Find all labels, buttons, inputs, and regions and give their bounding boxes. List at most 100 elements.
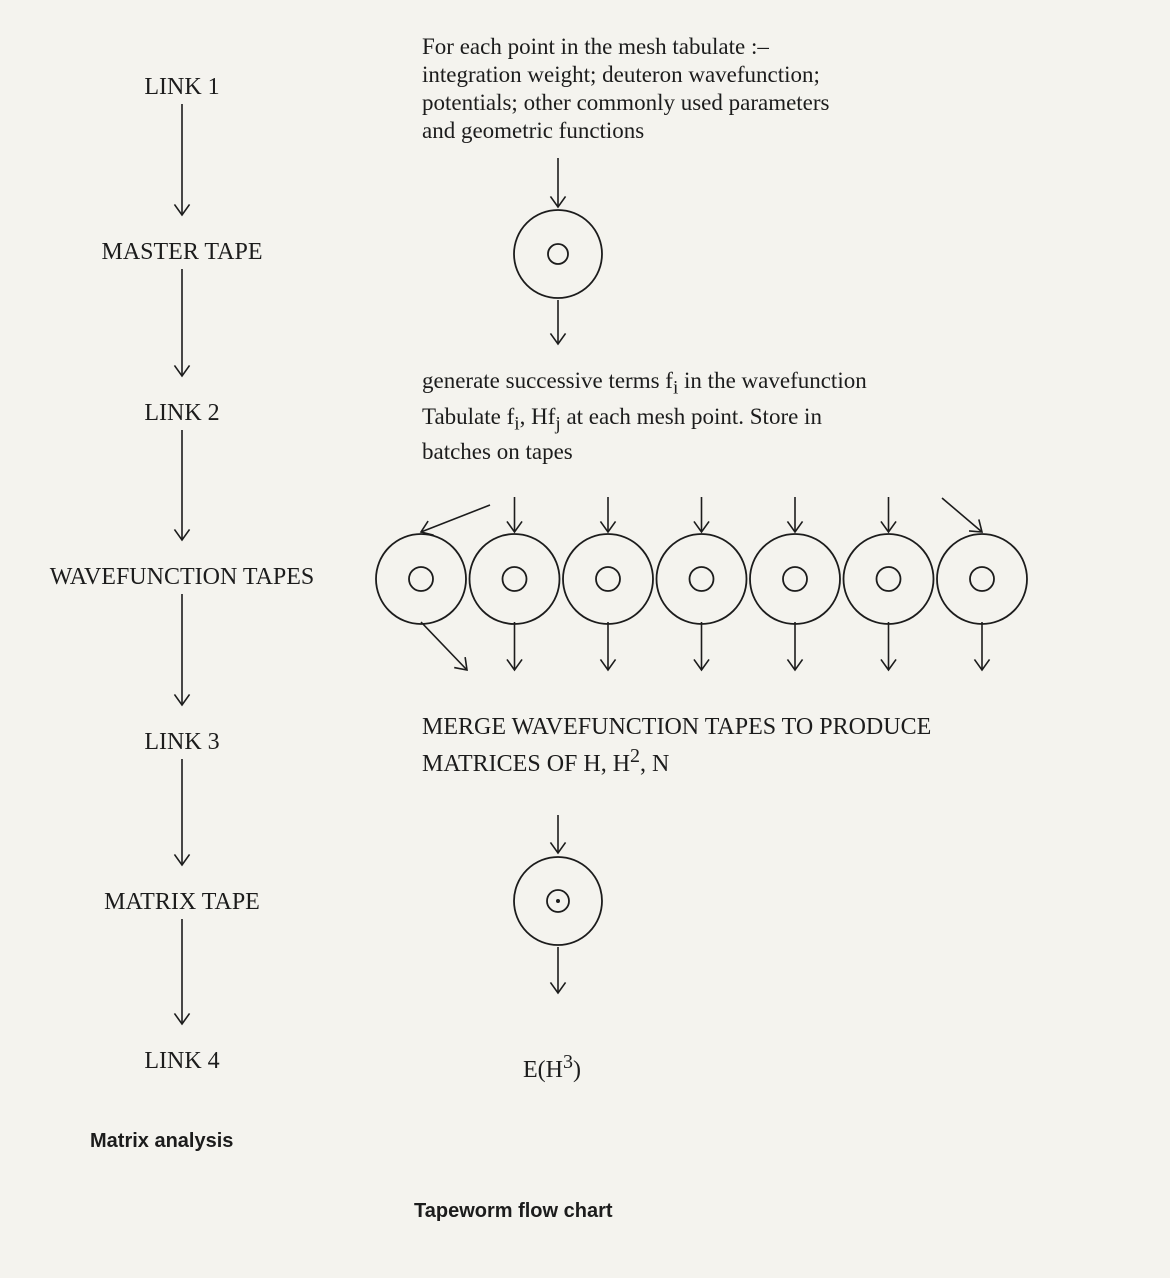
wavefunction-tape-reel bbox=[936, 533, 1028, 625]
tapeworm-flow-chart-caption: Tapeworm flow chart bbox=[414, 1200, 613, 1222]
arrow-head bbox=[506, 520, 523, 534]
flow-arrow-out-of-wavefunction-tape bbox=[599, 622, 617, 672]
arrow-head bbox=[880, 658, 897, 672]
wavefunction-tape-reel bbox=[375, 533, 467, 625]
master-tape-reel bbox=[513, 209, 603, 299]
flow-arrow-left bbox=[173, 104, 191, 217]
tape-reel-outer bbox=[842, 533, 935, 625]
wavefunction-tape-reel bbox=[749, 533, 841, 625]
stage-label-link-2: LINK 2 bbox=[144, 400, 219, 426]
text-fragment: generate successive terms f bbox=[422, 368, 673, 393]
text-fragment: E(H bbox=[523, 1057, 563, 1083]
arrow-head bbox=[549, 841, 567, 855]
generate-desc-line: batches on tapes bbox=[422, 439, 573, 465]
tape-reel-outer bbox=[655, 533, 748, 625]
wavefunction-tape-reel bbox=[562, 533, 654, 625]
flow-arrow-out-of-wavefunction-tape bbox=[506, 622, 523, 672]
flow-arrow-into-wavefunction-tape bbox=[880, 497, 897, 534]
subscript: i bbox=[672, 377, 679, 399]
mesh-desc-line: potentials; other commonly used paramete… bbox=[422, 90, 830, 115]
text-fragment: , N bbox=[640, 751, 670, 777]
stage-label-master-tape: MASTER TAPE bbox=[102, 239, 263, 265]
arrow-shaft bbox=[941, 497, 983, 533]
superscript: 2 bbox=[630, 745, 641, 767]
tape-reel-outer bbox=[749, 533, 841, 625]
merge-desc-line: MATRICES OF H, H2, N bbox=[422, 742, 931, 779]
left-column-arrows bbox=[173, 104, 191, 1026]
stage-label-link-3: LINK 3 bbox=[144, 729, 219, 755]
arrow-head bbox=[973, 658, 991, 672]
tape-reel-outer bbox=[562, 533, 654, 625]
text-fragment: at each mesh point. Store in bbox=[560, 403, 822, 429]
text-fragment: MATRICES OF H, H bbox=[422, 751, 631, 777]
arrow-head bbox=[549, 332, 567, 346]
matrix-analysis-caption: Matrix analysis bbox=[90, 1130, 234, 1152]
merge-desc-line: MERGE WAVEFUNCTION TAPES TO PRODUCE bbox=[422, 714, 932, 740]
tape-reel-outer bbox=[513, 856, 603, 946]
text-fragment: in the wavefunction bbox=[678, 368, 867, 393]
arrow-shaft bbox=[420, 621, 468, 671]
flow-arrow-to-master-tape bbox=[549, 158, 567, 209]
stage-label-link-4: LINK 4 bbox=[144, 1048, 219, 1074]
tape-reel-hub bbox=[782, 566, 808, 592]
arrow-head bbox=[599, 520, 617, 534]
mesh-desc-line: For each point in the mesh tabulate :– bbox=[422, 34, 769, 59]
arrow-head bbox=[549, 195, 567, 209]
flow-arrow-into-wavefunction-tape bbox=[941, 497, 984, 533]
wavefunction-tape-reel bbox=[468, 533, 561, 625]
tape-reel-hub bbox=[501, 566, 528, 592]
wavefunction-tape-reel bbox=[655, 533, 748, 625]
merge-tapes-description: MERGE WAVEFUNCTION TAPES TO PRODUCE MATR… bbox=[422, 713, 931, 779]
arrow-head bbox=[786, 658, 804, 672]
flow-arrow-into-wavefunction-tape bbox=[419, 504, 491, 536]
mesh-desc-line: and geometric functions bbox=[422, 118, 645, 143]
tape-reel-hub bbox=[546, 889, 570, 913]
arrow-head bbox=[693, 658, 710, 672]
flow-arrow-left bbox=[173, 594, 191, 707]
arrow-head bbox=[173, 203, 191, 217]
right-column-shapes bbox=[375, 158, 1028, 995]
stage-label-matrix-tape: MATRIX TAPE bbox=[104, 889, 260, 915]
flow-arrow-left bbox=[173, 269, 191, 378]
subscript: j bbox=[555, 413, 561, 435]
flow-arrow-out-of-wavefunction-tape bbox=[973, 622, 991, 672]
arrow-head bbox=[173, 693, 191, 707]
flow-arrow-to-matrix-tape bbox=[549, 815, 567, 855]
arrow-head bbox=[173, 528, 191, 542]
arrow-head bbox=[506, 658, 523, 672]
flow-arrow-out-of-wavefunction-tape bbox=[880, 622, 897, 672]
tape-reel-hub bbox=[969, 566, 995, 592]
tape-reel-hub bbox=[408, 566, 434, 592]
tape-reel-hub bbox=[688, 566, 715, 592]
generate-desc-line: Tabulate fi, Hfj at each mesh point. Sto… bbox=[422, 403, 867, 439]
arrow-head bbox=[173, 364, 191, 378]
text-fragment: Tabulate f bbox=[422, 403, 515, 429]
flow-arrow-left bbox=[173, 919, 191, 1026]
generate-terms-description: generate successive terms fi in the wave… bbox=[422, 367, 867, 466]
tape-reel-outer bbox=[936, 533, 1028, 625]
flow-arrow-out-of-wavefunction-tape bbox=[786, 622, 804, 672]
flow-arrow-out-of-wavefunction-tape bbox=[693, 622, 710, 672]
arrow-head bbox=[419, 520, 434, 536]
arrow-head bbox=[549, 981, 567, 995]
arrow-head bbox=[968, 519, 984, 533]
flow-arrow-out-of-wavefunction-tape bbox=[420, 621, 468, 671]
tape-reel-outer bbox=[468, 533, 561, 625]
generate-desc-line: generate successive terms fi in the wave… bbox=[422, 367, 867, 403]
subscript: i bbox=[514, 413, 520, 435]
flow-arrow-from-master-tape bbox=[549, 300, 567, 346]
text-fragment: ) bbox=[572, 1057, 581, 1083]
arrow-head bbox=[786, 520, 804, 534]
arrow-head bbox=[693, 520, 710, 534]
wavefunction-tape-reel bbox=[842, 533, 935, 625]
arrow-head bbox=[454, 657, 468, 671]
arrow-shaft bbox=[420, 504, 491, 533]
arrow-head bbox=[599, 658, 617, 672]
mesh-tabulation-description: For each point in the mesh tabulate :– i… bbox=[422, 33, 830, 145]
flow-arrow-left bbox=[173, 430, 191, 542]
tape-reel-hub bbox=[875, 566, 902, 592]
flow-arrow-from-matrix-tape bbox=[549, 947, 567, 995]
flow-arrow-into-wavefunction-tape bbox=[599, 497, 617, 534]
